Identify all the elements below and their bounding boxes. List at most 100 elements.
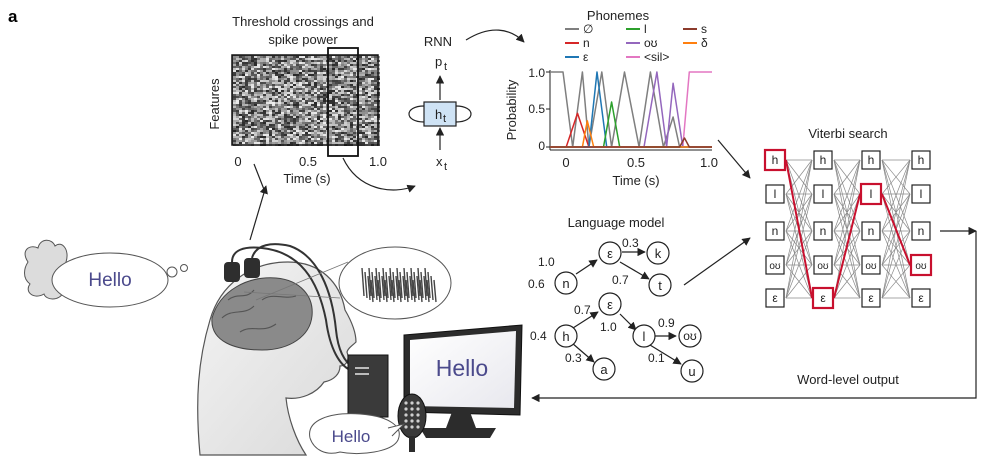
raster-pixel <box>338 92 341 94</box>
raster-pixel <box>263 116 266 118</box>
raster-pixel <box>350 60 353 62</box>
raster-pixel <box>269 124 272 126</box>
raster-pixel <box>338 98 341 100</box>
speaker-dot <box>410 425 414 429</box>
raster-pixel <box>263 58 266 60</box>
raster-pixel <box>362 134 365 136</box>
raster-pixel <box>329 124 332 126</box>
raster-pixel <box>335 124 338 126</box>
raster-pixel <box>353 76 356 78</box>
raster-pixel <box>302 76 305 78</box>
speech-word: Hello <box>332 427 371 446</box>
raster-pixel <box>317 76 320 78</box>
raster-pixel <box>317 112 320 114</box>
raster-pixel <box>257 136 260 138</box>
raster-pixel <box>233 58 236 60</box>
raster-pixel <box>272 68 275 70</box>
raster-pixel <box>293 96 296 98</box>
raster-pixel <box>368 56 371 58</box>
viterbi-transition <box>785 159 813 266</box>
raster-pixel <box>302 102 305 104</box>
raster-pixel <box>314 108 317 110</box>
raster-pixel <box>260 128 263 130</box>
raster-pixel <box>344 140 347 142</box>
raster-pixel <box>314 76 317 78</box>
raster-pixel <box>350 100 353 102</box>
raster-pixel <box>245 96 248 98</box>
raster-pixel <box>302 128 305 130</box>
raster-pixel <box>335 134 338 136</box>
raster-pixel <box>281 58 284 60</box>
raster-pixel <box>332 58 335 60</box>
raster-pixel <box>323 140 326 142</box>
raster-pixel <box>335 114 338 116</box>
raster-pixel <box>320 118 323 120</box>
raster-pixel <box>311 124 314 126</box>
raster-pixel <box>341 100 344 102</box>
raster-pixel <box>338 104 341 106</box>
viterbi-transition <box>833 159 861 232</box>
raster-pixel <box>272 64 275 66</box>
raster-pixel <box>350 56 353 58</box>
raster-pixel <box>347 62 350 64</box>
raster-pixel <box>287 106 290 108</box>
raster-pixel <box>371 62 374 64</box>
raster-pixel <box>281 124 284 126</box>
raster-pixel <box>305 82 308 84</box>
raster-pixel <box>299 60 302 62</box>
raster-pixel <box>371 124 374 126</box>
raster-pixel <box>338 84 341 86</box>
raster-pixel <box>281 64 284 66</box>
raster-pixel <box>290 60 293 62</box>
lm-node-e1 <box>598 241 622 265</box>
raster-pixel <box>254 68 257 70</box>
raster-pixel <box>368 134 371 136</box>
viterbi-state <box>813 221 833 241</box>
raster-pixel <box>275 60 278 62</box>
raster-pixel <box>374 72 377 74</box>
raster-pixel <box>374 62 377 64</box>
raster-pixel <box>344 58 347 60</box>
raster-pixel <box>260 106 263 108</box>
raster-pixel <box>296 122 299 124</box>
raster-pixel <box>317 64 320 66</box>
raster-pixel <box>341 98 344 100</box>
raster-pixel <box>362 124 365 126</box>
viterbi-path-segment <box>785 159 813 299</box>
raster-pixel <box>263 136 266 138</box>
raster-pixel <box>281 118 284 120</box>
raster-pixel <box>293 120 296 122</box>
lm-edge-h-a <box>571 342 595 363</box>
raster-pixel <box>359 122 362 124</box>
viterbi-state-label: h <box>918 153 925 167</box>
raster-pixel <box>275 76 278 78</box>
raster-pixel <box>338 132 341 134</box>
viterbi-state-label: h <box>772 153 779 167</box>
speaker-dot <box>416 419 420 423</box>
raster-pixel <box>317 82 320 84</box>
raster-pixel <box>278 104 281 106</box>
raster-pixel <box>293 72 296 74</box>
raster-pixel <box>257 78 260 80</box>
raster-pixel <box>284 122 287 124</box>
raster-pixel <box>251 106 254 108</box>
raster-pixel <box>350 68 353 70</box>
raster-pixel <box>245 58 248 60</box>
legend-label: <sil> <box>644 50 669 64</box>
raster-pixel <box>329 130 332 132</box>
raster-pixel <box>347 82 350 84</box>
raster-pixel <box>314 124 317 126</box>
thought-cloud <box>51 252 169 308</box>
raster-pixel <box>284 80 287 82</box>
raster-pixel <box>257 94 260 96</box>
raster-pixel <box>239 136 242 138</box>
raster-pixel <box>269 56 272 58</box>
raster-pixel <box>233 96 236 98</box>
raster-pixel <box>257 110 260 112</box>
raster-pixel <box>332 126 335 128</box>
raster-pixel <box>275 102 278 104</box>
raster-pixel <box>329 106 332 108</box>
raster-pixel <box>344 102 347 104</box>
raster-pixel <box>359 96 362 98</box>
